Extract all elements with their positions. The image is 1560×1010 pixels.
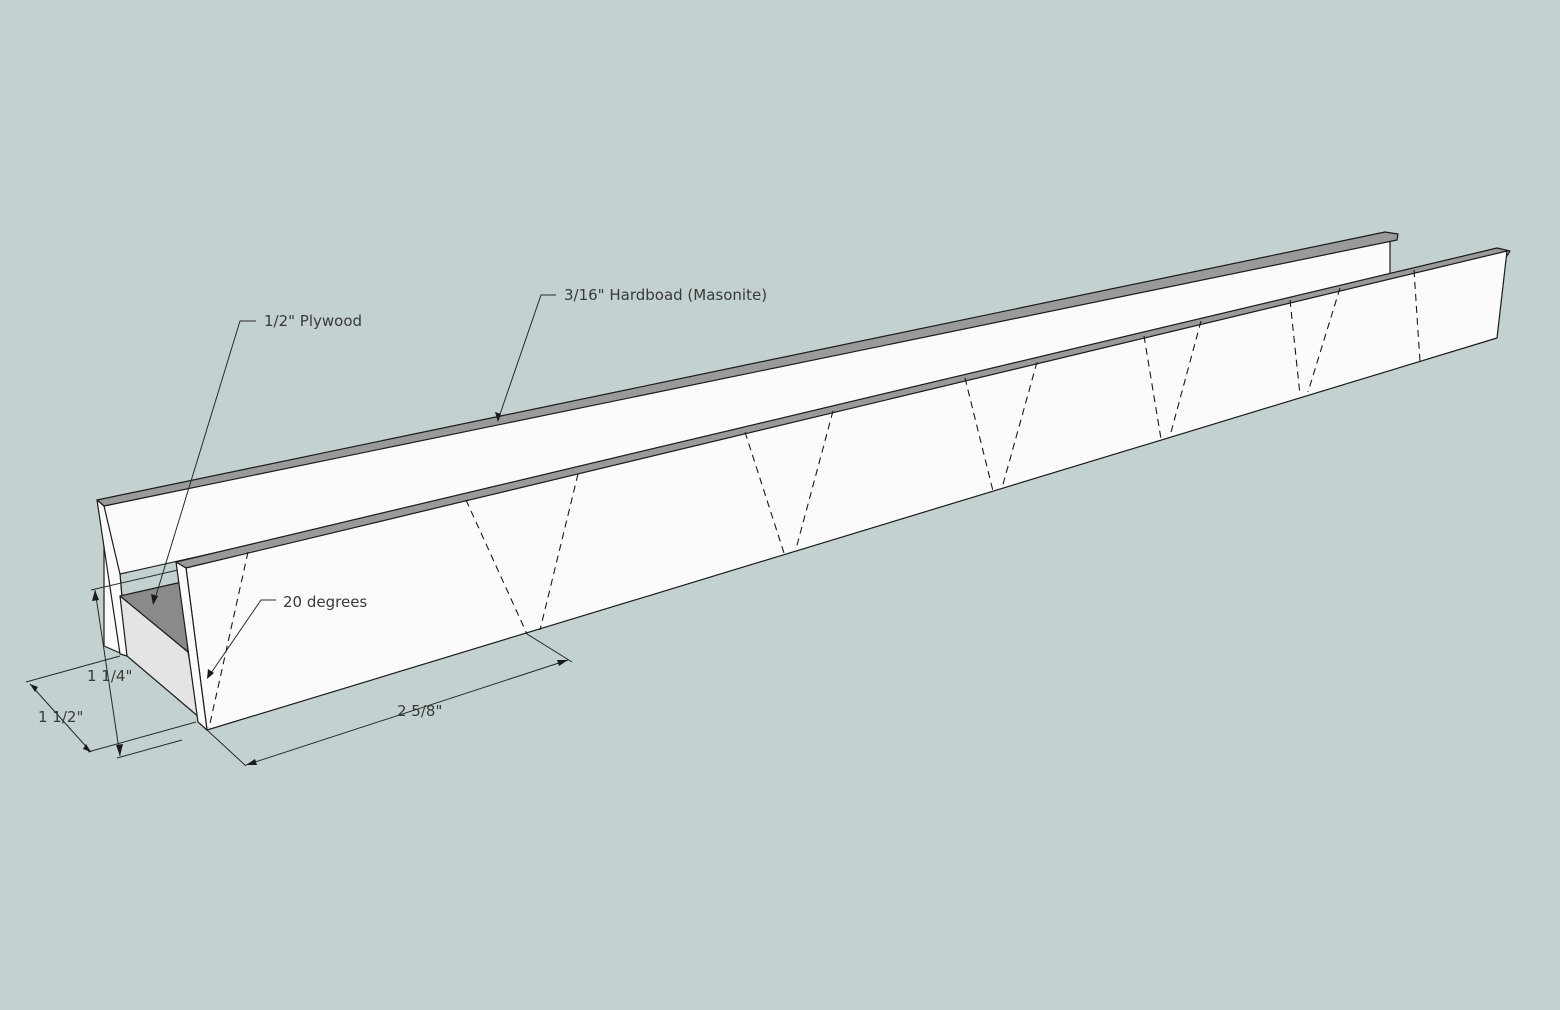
hardboard-label: 3/16" Hardboad (Masonite) [564,286,767,304]
dimension-spacing: 2 5/8" [206,633,573,767]
cut-line [465,499,528,635]
cut-line [744,431,785,554]
dimension-line [29,683,92,753]
cut-line [539,473,579,631]
leader-arrow [207,669,214,679]
cut-line [1143,335,1162,440]
cut-lines [208,269,1421,729]
spacing-label: 2 5/8" [397,702,442,720]
dim-arrow [30,684,38,692]
cut-line [1307,287,1341,393]
extension-line [87,721,197,753]
height-label: 1 1/4" [87,667,132,685]
dim-arrow [116,744,123,756]
leader-line [153,320,256,603]
cut-line [1169,320,1202,437]
cut-line [208,551,249,729]
width-label: 1 1/2" [38,708,83,726]
angle-label: 20 degrees [283,593,367,611]
dimension-line [245,659,569,766]
extension-line [25,655,121,683]
cut-line [964,377,994,492]
dimension-line [94,589,121,757]
dim-arrow [557,660,568,666]
extension-line [206,729,247,767]
back-hardboard-side [96,231,1399,657]
cut-line [1413,269,1421,363]
dimension-height: 1 1/4" [87,569,183,759]
dim-arrow [92,590,99,601]
leader-arrow [495,412,501,422]
cut-line [1289,299,1301,396]
callout-angle: 20 degrees [207,593,367,679]
callout-hardboard: 3/16" Hardboad (Masonite) [495,286,767,422]
extension-line [526,633,573,663]
extension-line [90,569,179,591]
dimension-width: 1 1/2" [25,655,197,753]
dim-arrow [246,759,257,765]
leader-line [208,599,276,677]
callout-plywood: 1/2" Plywood [151,312,362,605]
leader-arrow [151,594,158,605]
plywood-label: 1/2" Plywood [264,312,362,330]
cut-line [1001,361,1038,489]
dim-arrow [83,744,91,752]
leader-line [497,294,556,421]
extension-line [116,739,183,759]
